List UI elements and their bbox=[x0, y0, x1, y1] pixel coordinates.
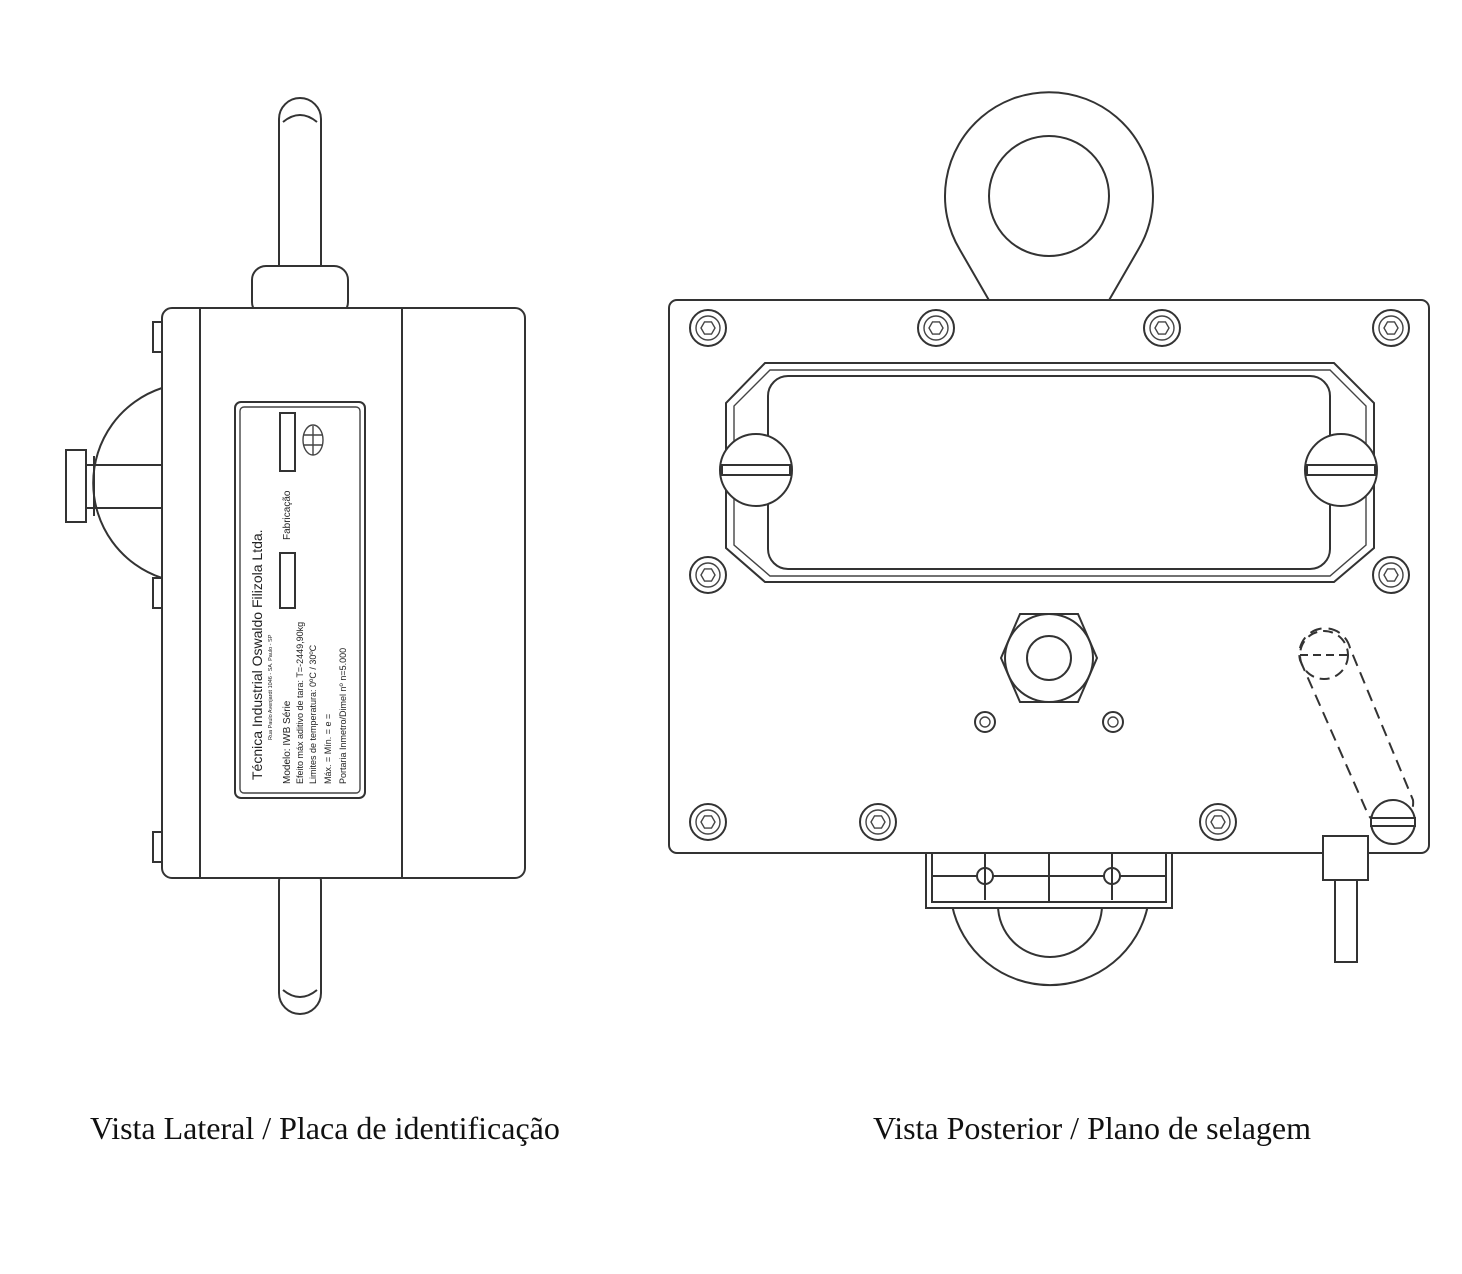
plate-address: Rua Paulo Avenjardt 1046 - SA. Paulo - S… bbox=[268, 634, 274, 740]
bolt-ring bbox=[1378, 562, 1404, 588]
top-handle bbox=[251, 97, 349, 329]
bolt-head bbox=[1143, 309, 1181, 347]
plate-temp-line: Limites de temperatura: 0ºC / 30ºC bbox=[308, 644, 318, 784]
plate-model-line: Modelo: IWB Série bbox=[282, 700, 293, 784]
bolt-hex-socket bbox=[870, 815, 886, 829]
caption-rear-view: Vista Posterior / Plano de selagem bbox=[873, 1110, 1311, 1146]
caption-side-view: Vista Lateral / Placa de identificação bbox=[90, 1110, 560, 1146]
slotted-screw-left bbox=[719, 433, 793, 507]
side-dome bbox=[65, 386, 163, 580]
bolt-head bbox=[689, 309, 727, 347]
bolt-ring bbox=[865, 809, 891, 835]
plate-portaria-line: Portaria Inmetro/Dimel nº n=5.000 bbox=[338, 648, 348, 784]
hex-bolts bbox=[689, 309, 1410, 841]
bolt-ring bbox=[1149, 315, 1175, 341]
bolt-ring bbox=[923, 315, 949, 341]
bolt-head bbox=[1199, 803, 1237, 841]
plate-fabricacao: Fabricação bbox=[282, 490, 293, 540]
bolt-hex-socket bbox=[1154, 321, 1170, 335]
bolt-hex-socket bbox=[1210, 815, 1226, 829]
manufacturer-logo-icon bbox=[302, 424, 324, 456]
bolt-head bbox=[1372, 309, 1410, 347]
bolt-hex-socket bbox=[700, 815, 716, 829]
plate-manufacturer: Técnica Industrial Oswaldo Filizola Ltda… bbox=[249, 529, 265, 780]
rear-view bbox=[668, 91, 1430, 987]
side-view: Técnica Industrial Oswaldo Filizola Ltda… bbox=[65, 97, 526, 1015]
identification-plate: Técnica Industrial Oswaldo Filizola Ltda… bbox=[234, 401, 366, 799]
bolt-ring bbox=[695, 809, 721, 835]
seal-holes bbox=[974, 711, 1124, 733]
bolt-ring bbox=[695, 562, 721, 588]
bottom-handle bbox=[278, 859, 322, 1015]
bolt-head bbox=[689, 803, 727, 841]
bolt-head bbox=[689, 556, 727, 594]
plate-tara-line: Efeito máx aditivo de tara: T=-2449,90kg bbox=[295, 622, 305, 784]
top-eye-ring bbox=[944, 91, 1154, 303]
bolt-hex-socket bbox=[700, 568, 716, 582]
bolt-head bbox=[859, 803, 897, 841]
dashed-lever bbox=[1298, 627, 1416, 963]
bolt-hex-socket bbox=[928, 321, 944, 335]
bolt-hex-socket bbox=[700, 321, 716, 335]
bolt-head bbox=[917, 309, 955, 347]
bolt-hex-socket bbox=[1383, 321, 1399, 335]
slotted-screw-right bbox=[1304, 433, 1378, 507]
cable-gland-nut bbox=[999, 613, 1099, 703]
plate-max-line: Máx. = Mín. = e = bbox=[323, 714, 333, 784]
bolt-hex-socket bbox=[1383, 568, 1399, 582]
bolt-ring bbox=[1205, 809, 1231, 835]
bolt-ring bbox=[695, 315, 721, 341]
bolt-ring bbox=[1378, 315, 1404, 341]
bolt-head bbox=[1372, 556, 1410, 594]
bottom-hook bbox=[925, 849, 1173, 987]
